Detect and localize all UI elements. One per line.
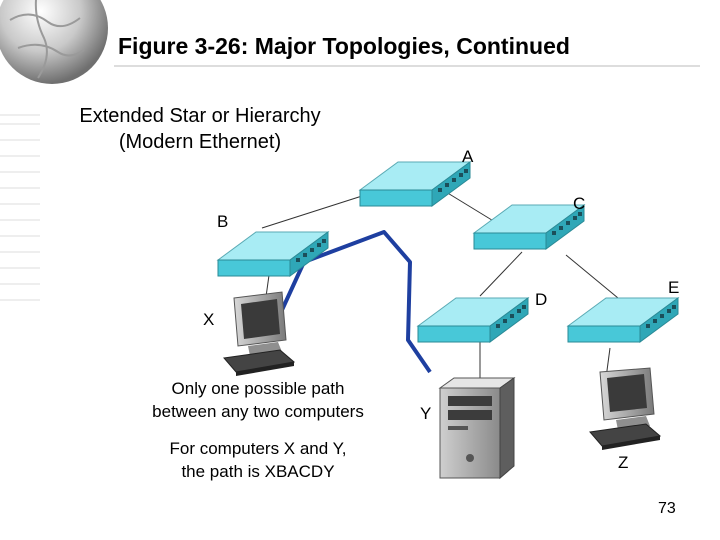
switch-a-icon [358,161,472,207]
note-path-example-line-2: the path is XBACDY [181,462,335,481]
subtitle-line-1: Extended Star or Hierarchy [79,105,321,127]
path-x-to-y-highlight [280,230,432,374]
switch-e-icon [566,297,680,343]
node-label-b: B [217,212,229,231]
slide-title: Figure 3-26: Major Topologies, Continued [118,33,570,59]
node-label-z: Z [618,453,629,472]
link-a-c [445,191,501,226]
link-a-b [261,195,363,229]
node-label-a: A [462,147,474,166]
node-label-y: Y [420,404,432,423]
link-c-e [565,254,619,299]
note-single-path-line-1: Only one possible path [171,379,345,398]
topology-subtitle: Extended Star or Hierarchy (Modern Ether… [40,103,360,155]
note-single-path-line-2: between any two computers [152,402,364,421]
note-single-path: Only one possible path between any two c… [128,377,388,423]
node-label-c: C [573,194,586,213]
note-path-example-line-1: For computers X and Y, [169,439,347,458]
switch-d-icon [416,297,530,343]
switch-b-icon [216,231,330,277]
computer-z-icon [589,367,662,450]
node-label-x: X [203,310,215,329]
globe-logo-icon [0,0,108,84]
computer-x-icon [223,291,296,376]
page-number: 73 [658,500,676,517]
switch-c-icon [472,204,586,250]
note-path-example: For computers X and Y, the path is XBACD… [128,437,388,483]
node-label-e: E [668,278,680,297]
computer-y-icon [438,377,516,480]
subtitle-line-2: (Modern Ethernet) [118,131,282,153]
link-c-d [479,251,523,297]
node-label-d: D [535,290,548,309]
